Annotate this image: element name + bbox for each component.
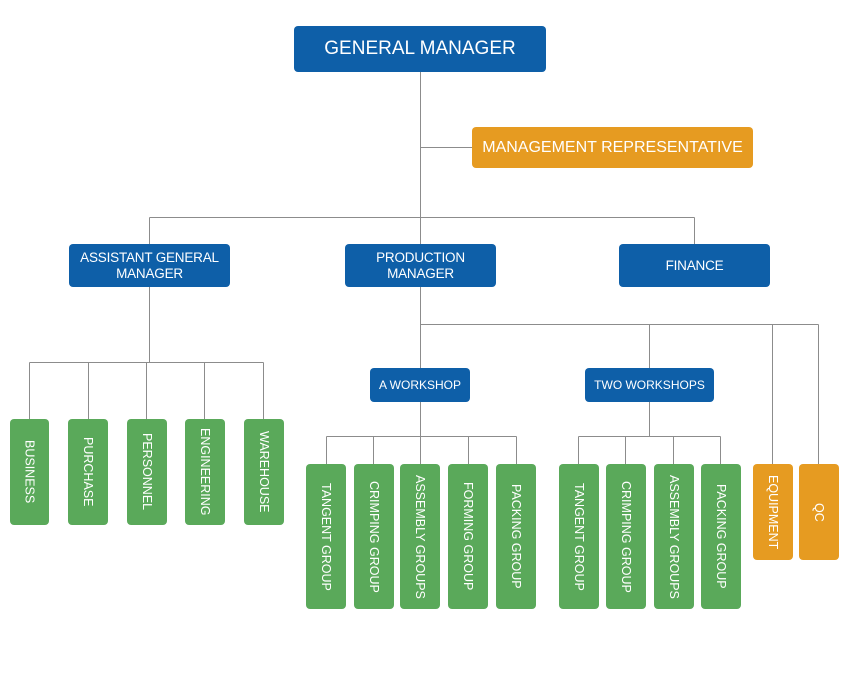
node-label: PERSONNEL	[140, 433, 154, 511]
node-label: PACKING GROUP	[509, 484, 523, 589]
node-production-manager: PRODUCTION MANAGER	[345, 244, 496, 287]
node-engineering: ENGINEERING	[185, 419, 225, 525]
node-management-representative: MANAGEMENT REPRESENTATIVE	[472, 127, 753, 168]
node-label: ASSEMBLY GROUPS	[667, 474, 681, 599]
node-label: FORMING GROUP	[461, 482, 475, 591]
node-label: ENGINEERING	[198, 428, 212, 516]
node-label: ASSEMBLY GROUPS	[413, 474, 427, 599]
node-warehouse: WAREHOUSE	[244, 419, 284, 525]
node-label: A WORKSHOP	[378, 378, 461, 392]
node-label: WAREHOUSE	[257, 431, 271, 513]
node-label: ASSISTANT GENERAL MANAGER	[80, 249, 219, 281]
node-purchase: PURCHASE	[68, 419, 108, 525]
node-label: GENERAL MANAGER	[324, 38, 516, 59]
node-label: TANGENT GROUP	[572, 482, 586, 591]
node-two-workshops: TWO WORKSHOPS	[585, 368, 714, 402]
node-label: TANGENT GROUP	[319, 482, 333, 591]
node-a-workshop: A WORKSHOP	[370, 368, 470, 402]
node-general-manager: GENERAL MANAGER	[294, 26, 546, 72]
node-label: PACKING GROUP	[714, 484, 728, 589]
node-label: PRODUCTION MANAGER	[376, 249, 465, 281]
node-label: MANAGEMENT REPRESENTATIVE	[482, 138, 743, 156]
node-label: CRIMPING GROUP	[367, 480, 381, 593]
node-b-crimping-group: CRIMPING GROUP	[606, 464, 646, 609]
node-assistant-general-manager: ASSISTANT GENERAL MANAGER	[69, 244, 230, 287]
node-label: PURCHASE	[81, 437, 95, 507]
node-label: BUSINESS	[22, 440, 37, 504]
node-a-packing-group: PACKING GROUP	[496, 464, 536, 609]
node-a-assembly-groups: ASSEMBLY GROUPS	[400, 464, 440, 609]
node-a-forming-group: FORMING GROUP	[448, 464, 488, 609]
node-b-assembly-groups: ASSEMBLY GROUPS	[654, 464, 694, 609]
node-b-tangent-group: TANGENT GROUP	[559, 464, 599, 609]
node-b-packing-group: PACKING GROUP	[701, 464, 741, 609]
node-label: QC	[812, 502, 826, 522]
node-qc: QC	[799, 464, 839, 560]
node-label: TWO WORKSHOPS	[594, 378, 705, 392]
node-personnel: PERSONNEL	[127, 419, 167, 525]
node-a-crimping-group: CRIMPING GROUP	[354, 464, 394, 609]
node-business: BUSINESS	[10, 419, 49, 525]
node-finance: FINANCE	[619, 244, 770, 287]
node-label: CRIMPING GROUP	[619, 480, 633, 593]
node-a-tangent-group: TANGENT GROUP	[306, 464, 346, 609]
node-label: EQUIPMENT	[766, 474, 780, 550]
node-equipment: EQUIPMENT	[753, 464, 793, 560]
node-label: FINANCE	[665, 257, 724, 273]
